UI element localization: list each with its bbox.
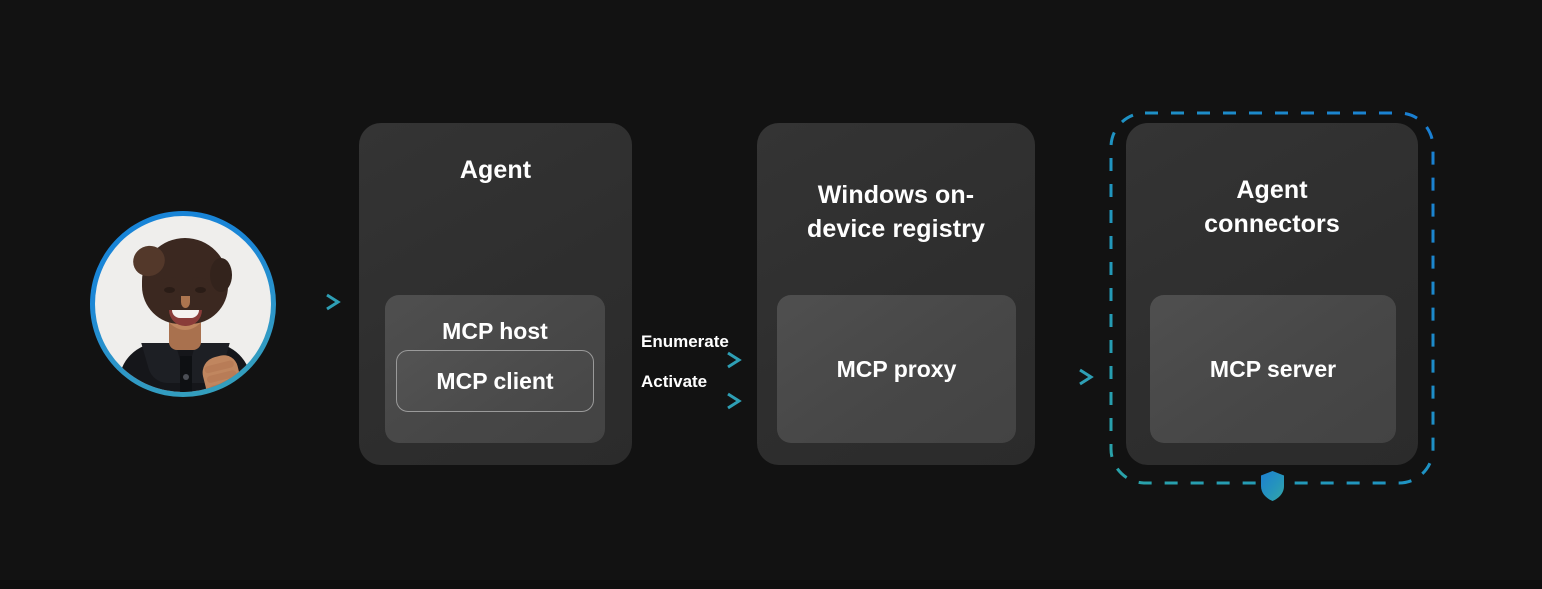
mcp-proxy-panel[interactable]: MCP proxy [777,295,1016,443]
arrow-label-activate: Activate [641,372,708,391]
arrow-enumerate [640,351,750,374]
arrow-user-to-agent [288,292,344,317]
avatar-nose [181,296,190,308]
arrow-label-enumerate: Enumerate [641,332,729,351]
agent-card-title: Agent [459,156,532,184]
arrow-registry-to-connectors [1043,368,1101,391]
agent-connectors-card[interactable]: Agent connectors MCP server [1126,123,1418,465]
avatar-button [183,374,189,380]
avatar-teeth [172,310,199,318]
avatar-hair [142,238,232,324]
registry-title-line-1: Windows on- [817,181,975,209]
avatar-eye-left [164,287,175,293]
connectors-title-line-1: Agent [1236,176,1308,204]
mcp-server-label: MCP server [1209,355,1337,382]
mcp-host-panel[interactable]: MCP host MCP client [385,295,605,443]
mcp-server-panel[interactable]: MCP server [1150,295,1396,443]
agent-connectors-card-title: Agent connectors [1126,173,1418,241]
user-avatar [90,211,276,397]
connectors-title-line-2: connectors [1204,210,1340,238]
user-avatar-photo [95,216,271,392]
mcp-proxy-label: MCP proxy [836,355,957,382]
mcp-client-label: MCP client [436,367,554,394]
mcp-client-panel[interactable]: MCP client [396,350,594,412]
registry-title-line-2: device registry [807,215,985,243]
shield-icon [1259,470,1286,502]
windows-registry-card-title: Windows on- device registry [757,178,1035,246]
windows-registry-card[interactable]: Windows on- device registry MCP proxy [757,123,1035,465]
arrow-activate [640,392,750,415]
avatar-eye-right [195,287,206,293]
mcp-host-label: MCP host [442,318,548,344]
agent-card[interactable]: Agent MCP host MCP client [359,123,632,465]
avatar-smile [169,310,202,326]
